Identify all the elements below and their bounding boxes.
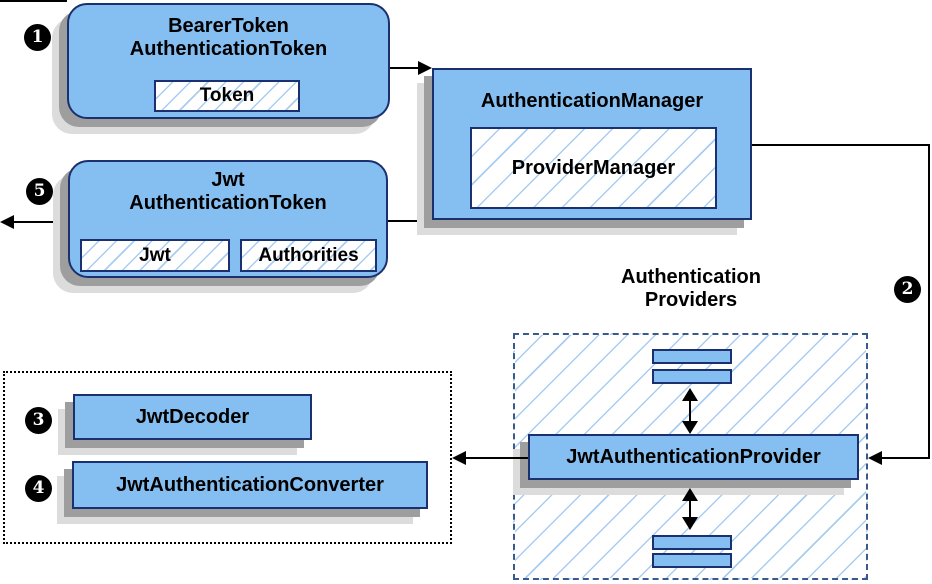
step-badge-4-number: 4 [32,478,45,498]
authentication-manager-title-text: AuthenticationManager [480,90,704,112]
arrowhead-right-icon [418,61,432,75]
jwt-decoder-box: JwtDecoder [73,394,312,440]
arrowhead-down-icon [682,517,698,530]
provider-to-decoder-line [466,457,528,459]
manager-to-provider-line-top [752,144,929,146]
provider-placeholder-bar [652,553,732,568]
provider-bidirectional-line-top [689,399,691,423]
decoder-group-frame: JwtDecoder JwtAuthenticationConverter 3 … [3,371,452,544]
provider-placeholder-bar [652,369,732,384]
step-badge-5: 5 [26,178,53,205]
arrowhead-left-icon [0,215,14,229]
step-badge-3-number: 3 [32,410,45,430]
provider-manager-chip-label: ProviderManager [511,156,676,179]
bearer-token-authentication-token-box: BearerToken AuthenticationToken Token [67,3,390,119]
step-badge-5-number: 5 [33,181,46,201]
jwt-chip-label: Jwt [139,244,171,266]
authentication-manager-box: AuthenticationManager ProviderManager [432,68,752,220]
token-chip: Token [154,80,300,112]
authentication-providers-group-frame: JwtAuthenticationProvider [513,333,868,580]
arrowhead-left-icon [868,451,882,465]
token-chip-label: Token [199,85,255,106]
step-badge-1: 1 [24,24,51,51]
provider-placeholder-bar [652,535,732,550]
jwt-token-title-line1: Jwt [211,169,245,191]
authorities-chip: Authorities [240,239,377,272]
jwt-authentication-provider-box: JwtAuthenticationProvider [528,434,859,480]
arrowhead-up-icon [682,488,698,501]
manager-to-jwt-token-line [388,220,432,222]
jwt-authentication-provider-label: JwtAuthenticationProvider [566,445,821,468]
step-badge-3: 3 [25,407,52,434]
provider-manager-chip: ProviderManager [470,127,717,209]
step-badge-4: 4 [25,475,52,502]
manager-to-provider-line-right [928,144,930,459]
step-badge-2-number: 2 [901,279,914,299]
jwt-chip: Jwt [80,239,230,272]
manager-to-provider-line-bottom [882,457,930,459]
arrowhead-left-icon [452,451,466,465]
authorities-chip-label: Authorities [258,244,359,266]
bearer-token-title-line2: AuthenticationToken [129,38,328,60]
arrowhead-up-icon [682,388,698,401]
bearer-token-box-title: BearerToken AuthenticationToken [69,15,388,61]
bearer-token-title-line1: BearerToken [168,15,289,37]
bearer-to-manager-line [390,67,420,69]
authentication-manager-title: AuthenticationManager [434,90,750,113]
jwt-authentication-token-box: Jwt AuthenticationToken Jwt Authorities [68,160,388,278]
authentication-providers-label: Authentication Providers [513,266,869,312]
jwt-token-outgoing-line [14,221,68,223]
incoming-request-line [0,0,67,2]
step-badge-1-number: 1 [31,27,44,47]
jwt-token-box-title: Jwt AuthenticationToken [70,169,386,215]
arrowhead-down-icon [682,421,698,434]
jwt-authentication-converter-box: JwtAuthenticationConverter [72,461,428,509]
jwt-token-title-line2: AuthenticationToken [129,192,327,214]
jwt-authentication-converter-label: JwtAuthenticationConverter [116,473,384,496]
authentication-providers-label-line2: Providers [644,289,738,311]
provider-placeholder-bar [652,349,732,364]
jwt-decoder-label: JwtDecoder [135,405,250,428]
step-badge-2: 2 [894,276,921,303]
authentication-providers-label-line1: Authentication [621,266,761,288]
provider-bidirectional-line-bottom [689,499,691,519]
